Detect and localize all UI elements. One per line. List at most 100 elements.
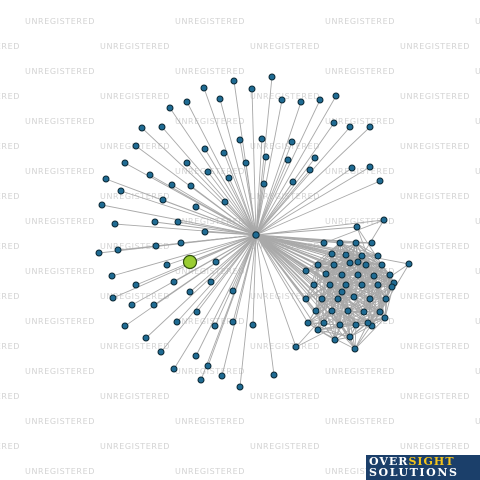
edge [200, 234, 257, 381]
edge [341, 291, 369, 324]
network-node [352, 321, 360, 329]
edge [305, 284, 347, 300]
edge [124, 234, 257, 327]
edge [333, 261, 359, 266]
network-node [366, 123, 374, 131]
edge [347, 298, 371, 312]
watermark-text: UNREGISTERED [325, 467, 395, 476]
edge [195, 234, 257, 357]
edge [323, 310, 349, 324]
edge [317, 255, 363, 266]
network-node [304, 319, 312, 327]
watermark-text: UNREGISTERED [475, 317, 480, 326]
network-node [170, 365, 178, 373]
network-node [166, 104, 174, 112]
network-node [288, 138, 296, 146]
watermark-text: UNREGISTERED [475, 217, 480, 226]
network-node [236, 383, 244, 391]
network-node [336, 321, 344, 329]
network-node [201, 145, 209, 153]
network-node [204, 362, 212, 370]
network-node [284, 156, 292, 164]
network-node [183, 98, 191, 106]
edge [349, 317, 386, 338]
network-node [314, 261, 322, 269]
edge [355, 311, 381, 326]
network-node [216, 95, 224, 103]
network-node [344, 307, 352, 315]
network-node [360, 308, 368, 316]
edge [357, 261, 387, 300]
edge [189, 234, 257, 293]
edge [255, 126, 371, 236]
edge [255, 234, 275, 376]
watermark-text: UNREGISTERED [250, 92, 320, 101]
watermark-text: UNREGISTERED [325, 167, 395, 176]
watermark-text: UNREGISTERED [0, 242, 20, 251]
network-node [336, 239, 344, 247]
network-node [268, 73, 276, 81]
network-node [334, 295, 342, 303]
network-node [260, 180, 268, 188]
edge [255, 99, 321, 236]
network-node [187, 182, 195, 190]
network-node [207, 278, 215, 286]
watermark-text: UNREGISTERED [25, 67, 95, 76]
edge [341, 291, 387, 300]
watermark-text: UNREGISTERED [175, 217, 245, 226]
edge [203, 87, 257, 236]
watermark-text: UNREGISTERED [25, 367, 95, 376]
edge [317, 284, 331, 331]
watermark-text: UNREGISTERED [25, 467, 95, 476]
network-node [310, 281, 318, 289]
edge [251, 88, 257, 236]
watermark-text: UNREGISTERED [100, 242, 170, 251]
network-node [218, 372, 226, 380]
watermark-text: UNREGISTERED [325, 117, 395, 126]
network-node [102, 175, 110, 183]
network-node [138, 124, 146, 132]
edge [255, 95, 337, 236]
watermark-text: UNREGISTERED [400, 142, 470, 151]
network-node [348, 164, 356, 172]
network-node [292, 343, 300, 351]
network-node [192, 203, 200, 211]
edge [219, 98, 257, 236]
edge [114, 223, 257, 236]
edge [255, 181, 294, 236]
watermark-text: UNREGISTERED [0, 192, 20, 201]
edge [189, 234, 257, 263]
edge [331, 253, 339, 300]
watermark-text: UNREGISTERED [400, 392, 470, 401]
watermark-text: UNREGISTERED [25, 267, 95, 276]
watermark-text: UNREGISTERED [475, 67, 480, 76]
network-node [221, 198, 229, 206]
edge [195, 206, 257, 236]
edge [321, 264, 335, 300]
network-node [342, 281, 350, 289]
network-node [314, 326, 322, 334]
watermark-text: UNREGISTERED [400, 42, 470, 51]
network-node [108, 272, 116, 280]
logo-word-sight: SIGHT [408, 455, 455, 468]
watermark-text: UNREGISTERED [25, 417, 95, 426]
network-node [121, 322, 129, 330]
network-node [159, 196, 167, 204]
network-node [374, 252, 382, 260]
network-node [354, 271, 362, 279]
focus-node [182, 254, 198, 270]
edge [204, 231, 257, 236]
network-node [352, 239, 360, 247]
edge [295, 311, 365, 348]
watermark-text: UNREGISTERED [325, 417, 395, 426]
network-node [320, 239, 328, 247]
edge [357, 261, 371, 300]
watermark-text: UNREGISTERED [100, 292, 170, 301]
network-node [366, 163, 374, 171]
network-node [328, 307, 336, 315]
edge [354, 311, 381, 350]
edge [255, 169, 311, 236]
network-node [163, 261, 171, 269]
watermark-text: UNREGISTERED [175, 117, 245, 126]
